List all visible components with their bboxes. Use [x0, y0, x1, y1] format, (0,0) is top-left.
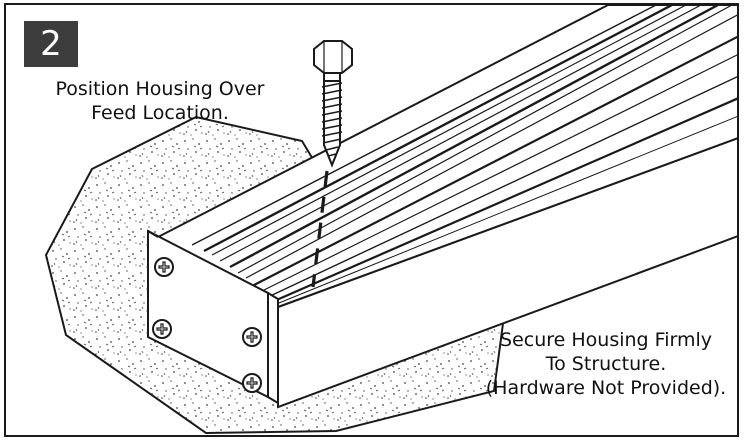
bolt-alignment-line [311, 170, 329, 288]
instruction-secure: Secure Housing Firmly To Structure. (Har… [466, 328, 737, 400]
instruction-line: (Hardware Not Provided). [485, 377, 727, 399]
phillips-screw-icon [154, 257, 174, 277]
housing-installation-illustration [44, 5, 737, 435]
step-number-badge: 2 [24, 21, 78, 67]
end-cap-thickness [267, 291, 279, 405]
lag-bolt-icon [313, 40, 353, 168]
instruction-panel: 2 Position Housing Over Feed Location. S… [4, 3, 739, 437]
phillips-screw-icon [152, 319, 172, 339]
instruction-line: Position Housing Over [55, 78, 265, 100]
instruction-line: Secure Housing Firmly [500, 329, 712, 351]
housing-ribs [191, 5, 737, 306]
instruction-position: Position Housing Over Feed Location. [30, 77, 290, 125]
instruction-line: Feed Location. [91, 102, 229, 124]
end-cap-plate [147, 229, 269, 399]
phillips-screw-icon [242, 327, 262, 347]
instruction-line: To Structure. [545, 353, 667, 375]
phillips-screw-icon [242, 373, 262, 393]
